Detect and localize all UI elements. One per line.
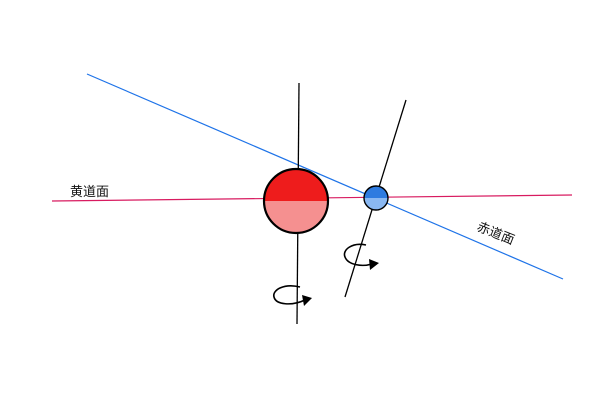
blue-body bbox=[363, 185, 389, 211]
rotation-arrow-icon bbox=[343, 243, 379, 270]
red-body bbox=[262, 167, 330, 235]
equatorial-plane-line bbox=[86, 73, 564, 280]
ecliptic-plane-label: 黄道面 bbox=[70, 185, 109, 200]
rotation-arrow-icon bbox=[273, 285, 312, 306]
